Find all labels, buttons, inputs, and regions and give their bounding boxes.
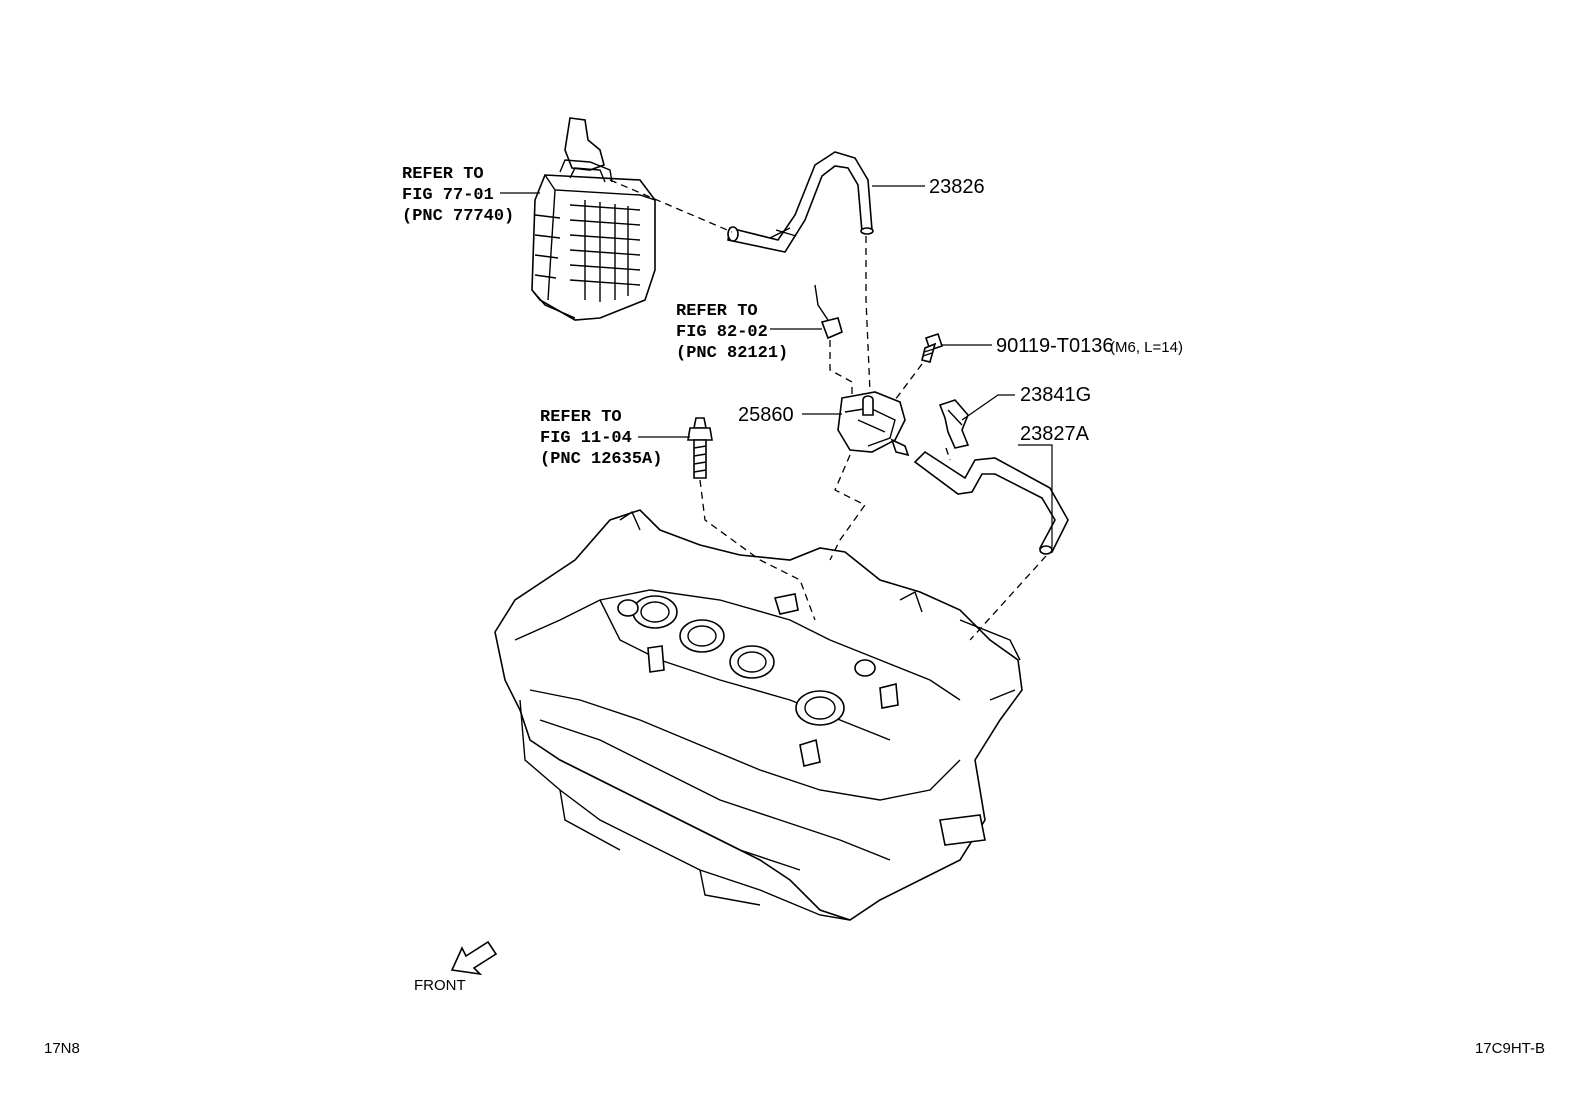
- hose-clamp[interactable]: [938, 399, 970, 449]
- svg-text:(PNC 82121): (PNC 82121): [676, 344, 788, 363]
- purge-valve[interactable]: [837, 391, 910, 457]
- ref-sensor-label: REFER TO FIG 11-04 (PNC 12635A): [540, 408, 662, 469]
- svg-text:REFER TO: REFER TO: [540, 408, 622, 427]
- svg-text:(PNC 77740): (PNC 77740): [402, 207, 514, 226]
- cylinder-head: [494, 509, 1023, 921]
- svg-text:FIG 77-01: FIG 77-01: [402, 186, 494, 205]
- part-number-hose-upper[interactable]: 23826: [929, 176, 985, 198]
- hose-lower[interactable]: [913, 450, 1069, 555]
- oil-control-valve-sensor[interactable]: [687, 417, 713, 479]
- leader-lines: [500, 185, 1053, 548]
- svg-text:REFER TO: REFER TO: [402, 165, 484, 184]
- svg-text:FIG 82-02: FIG 82-02: [676, 323, 768, 342]
- ref-canister-label: REFER TO FIG 77-01 (PNC 77740): [402, 165, 514, 226]
- svg-text:REFER TO: REFER TO: [676, 302, 758, 321]
- footer-left-code: 17N8: [44, 1040, 80, 1057]
- charcoal-canister[interactable]: [531, 117, 656, 321]
- footer-right-code: 17C9HT-B: [1475, 1040, 1545, 1057]
- front-arrow-icon: [450, 940, 498, 976]
- hose-upper[interactable]: [727, 151, 874, 253]
- part-number-valve[interactable]: 25860: [738, 404, 794, 426]
- bolt-spec: (M6, L=14): [1110, 339, 1183, 356]
- ref-connector-label: REFER TO FIG 82-02 (PNC 82121): [676, 302, 788, 363]
- bolt[interactable]: [921, 332, 944, 363]
- wire-connector[interactable]: [814, 284, 843, 340]
- part-number-clamp[interactable]: 23841G: [1020, 384, 1091, 406]
- front-label: FRONT: [414, 977, 466, 994]
- part-number-hose-lower[interactable]: 23827A: [1020, 423, 1090, 445]
- connection-lines: [609, 179, 1047, 641]
- part-number-bolt[interactable]: 90119-T0136: [996, 335, 1114, 357]
- svg-text:(PNC 12635A): (PNC 12635A): [540, 450, 662, 469]
- svg-text:FIG 11-04: FIG 11-04: [540, 429, 632, 448]
